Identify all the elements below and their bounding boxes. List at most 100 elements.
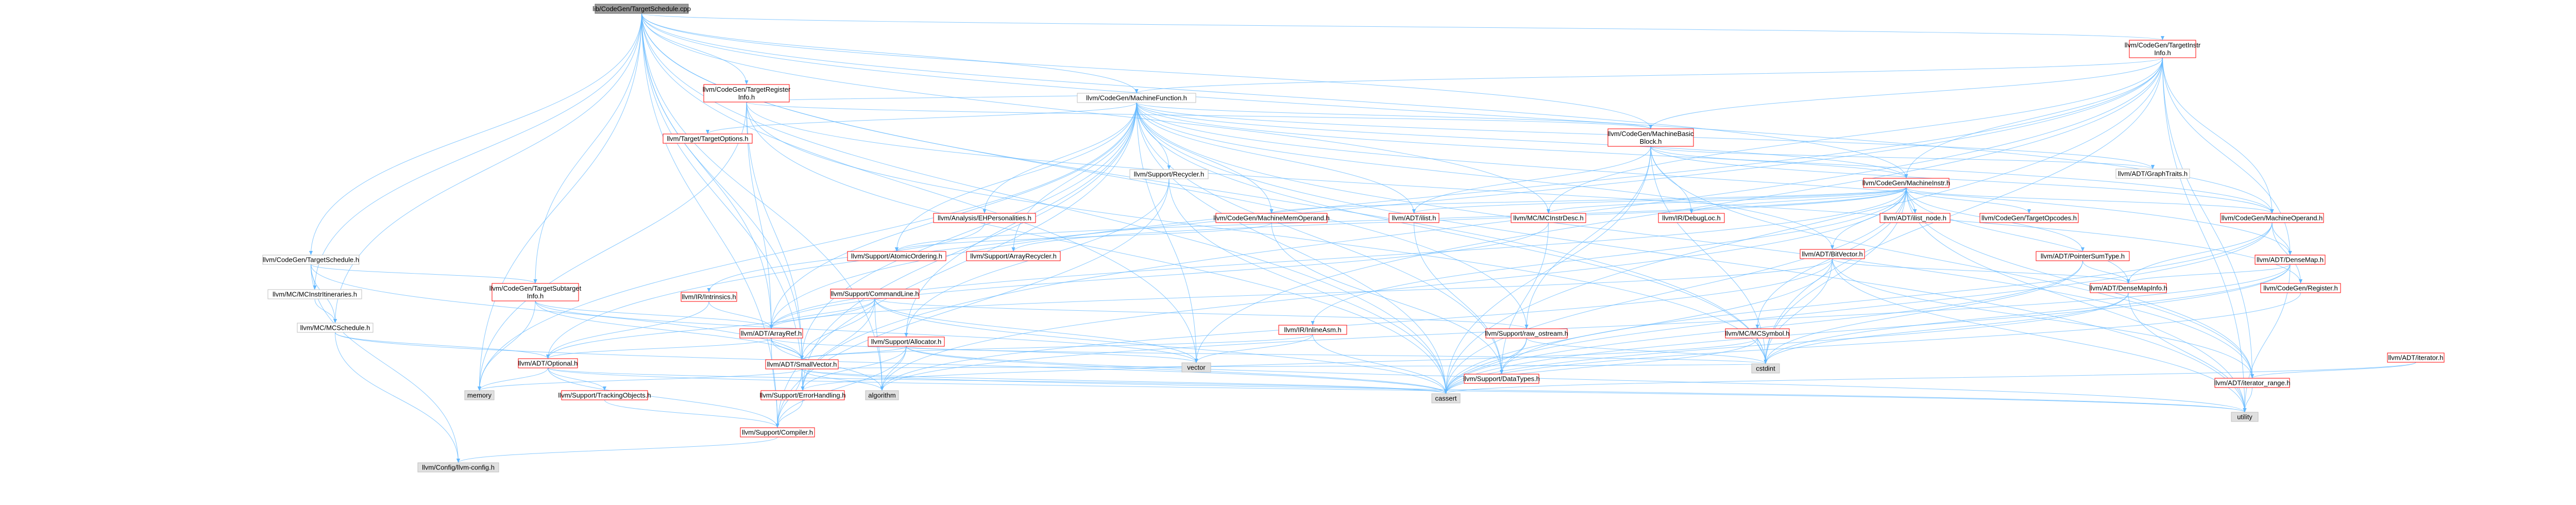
edge-root-to-arrayref <box>641 13 772 329</box>
node-rawostream[interactable]: llvm/Support/raw_ostream.h <box>1485 328 1568 339</box>
node-cstdint[interactable]: cstdint <box>1751 363 1780 374</box>
node-optional[interactable]: llvm/ADT/Optional.h <box>518 358 578 368</box>
node-mmo[interactable]: llvm/CodeGen/MachineMemOperand.h <box>1213 213 1330 223</box>
node-label-recycler: llvm/Support/Recycler.h <box>1134 171 1205 178</box>
node-recycler[interactable]: llvm/Support/Recycler.h <box>1129 169 1209 179</box>
node-tsched[interactable]: llvm/CodeGen/TargetSchedule.h <box>262 255 360 265</box>
edge-tsub-to-memory <box>479 300 536 391</box>
node-memory[interactable]: memory <box>464 390 495 400</box>
node-datatypes[interactable]: llvm/Support/DataTypes.h <box>1463 374 1540 384</box>
edge-tri-to-smallvector <box>746 102 802 360</box>
node-label-mcinstrdesc: llvm/MC/MCInstrDesc.h <box>1513 214 1584 222</box>
node-mo[interactable]: llvm/CodeGen/MachineOperand.h <box>2220 213 2324 223</box>
edge-mbb-to-ilist <box>1414 146 1651 214</box>
node-densemap[interactable]: llvm/ADT/DenseMap.h <box>2255 255 2326 265</box>
node-mciilist[interactable]: llvm/MC/MCInstrItineraries.h <box>267 289 362 299</box>
node-compiler[interactable]: llvm/Support/Compiler.h <box>740 427 815 437</box>
node-allocator[interactable]: llvm/Support/Allocator.h <box>868 336 945 347</box>
edge-root-to-memory <box>479 13 642 391</box>
edge-optional-to-utility <box>548 367 2245 413</box>
edge-mf-to-mo <box>1136 102 2273 214</box>
node-iteratorrange[interactable]: llvm/ADT/iterator_range.h <box>2214 378 2291 388</box>
edge-inlineasm-to-cassert <box>1312 334 1446 394</box>
node-targetopcodes[interactable]: llvm/CodeGen/TargetOpcodes.h <box>1979 213 2079 223</box>
edge-tii-to-arrayref <box>771 57 2163 329</box>
edge-mi-to-mo <box>1906 187 2273 214</box>
edge-mo-to-densemap <box>2272 222 2291 256</box>
node-debugloc[interactable]: llvm/IR/DebugLoc.h <box>1658 213 1725 223</box>
edge-allocator-to-cstdint <box>906 346 1766 364</box>
edge-root-to-cstdint <box>641 13 1766 364</box>
node-densemapinfo[interactable]: llvm/ADT/DenseMapInfo.h <box>2089 283 2167 293</box>
arrowhead-root-to-tri <box>744 80 749 85</box>
edge-bitvector-to-densemapinfo <box>1832 258 2129 284</box>
edge-cmdline-to-errorhandling <box>802 298 875 391</box>
node-cmdline[interactable]: llvm/Support/CommandLine.h <box>830 289 920 299</box>
node-atomicordering[interactable]: llvm/Support/AtomicOrdering.h <box>847 251 946 261</box>
node-ehpers[interactable]: llvm/Analysis/EHPersonalities.h <box>933 213 1036 223</box>
node-label-tsched: llvm/CodeGen/TargetSchedule.h <box>263 256 359 264</box>
edge-bitvector-to-iteratorrange <box>1832 258 2252 379</box>
node-mcsched[interactable]: llvm/MC/MCSchedule.h <box>297 323 374 333</box>
node-register[interactable]: llvm/CodeGen/Register.h <box>2260 283 2341 293</box>
arrowhead-smallvector-to-cstdint <box>1764 360 1768 364</box>
arrowhead-mi-to-pointersumtype <box>2081 247 2084 251</box>
node-root[interactable]: lib/CodeGen/TargetSchedule.cpp <box>592 4 691 14</box>
edge-smallvector-to-cstdint <box>802 363 1766 369</box>
node-mf[interactable]: llvm/CodeGen/MachineFunction.h <box>1077 93 1196 103</box>
edge-mf-to-utility <box>1136 102 2245 413</box>
node-box-llvmconfig <box>417 462 499 473</box>
node-cassert[interactable]: cassert <box>1431 393 1461 403</box>
edge-intrinsics-to-arrayref <box>708 301 772 329</box>
arrowhead-mf-to-to <box>706 130 709 134</box>
node-to[interactable]: llvm/Target/TargetOptions.h <box>663 133 753 144</box>
edge-mmo-to-atomicordering <box>896 222 1272 252</box>
node-errorhandling[interactable]: llvm/Support/ErrorHandling.h <box>760 390 846 400</box>
node-label-arrayrecycler: llvm/Support/ArrayRecycler.h <box>970 252 1057 260</box>
edge-mcsched-to-optional <box>335 332 548 359</box>
edge-tsched-to-tsub <box>311 264 536 284</box>
edge-mbb-to-mo <box>1650 146 2273 214</box>
node-box-cstdint <box>1751 363 1780 374</box>
node-mcsymbol[interactable]: llvm/MC/MCSymbol.h <box>1725 328 1790 339</box>
node-box-arrayrecycler <box>966 251 1061 261</box>
node-ilist[interactable]: llvm/ADT/ilist.h <box>1388 213 1439 223</box>
node-box-inlineasm <box>1278 325 1347 335</box>
node-arrayref[interactable]: llvm/ADT/ArrayRef.h <box>739 328 803 339</box>
node-iterator[interactable]: llvm/ADT/iterator.h <box>2387 352 2445 363</box>
node-label-tii: llvm/CodeGen/TargetInstr <box>2125 41 2201 49</box>
edge-cmdline-to-arrayref <box>771 298 875 329</box>
arrowhead-mmo-to-atomicordering <box>895 247 899 251</box>
edge-mf-to-datatypes <box>1136 102 1502 375</box>
node-mcinstrdesc[interactable]: llvm/MC/MCInstrDesc.h <box>1511 213 1586 223</box>
node-inlineasm[interactable]: llvm/IR/InlineAsm.h <box>1278 325 1347 335</box>
node-pointersumtype[interactable]: llvm/ADT/PointerSumType.h <box>2036 251 2130 261</box>
node-graphtraits[interactable]: llvm/ADT/GraphTraits.h <box>2115 169 2190 179</box>
edge-root-to-mi <box>641 13 1907 179</box>
node-arrayrecycler[interactable]: llvm/Support/ArrayRecycler.h <box>966 251 1061 261</box>
node-llvmconfig[interactable]: llvm/Config/llvm-config.h <box>417 462 499 473</box>
node-box-datatypes <box>1464 374 1539 384</box>
node-label-mbb: Block.h <box>1640 138 1662 145</box>
node-vector[interactable]: vector <box>1181 362 1211 373</box>
edge-root-to-tsched <box>311 13 642 256</box>
edge-mf-to-ehpers <box>984 102 1137 214</box>
arrowhead-mo-to-register <box>2299 279 2302 283</box>
arrowhead-iterator-to-iteratorrange <box>2250 374 2254 378</box>
node-ilistnode[interactable]: llvm/ADT/ilist_node.h <box>1879 213 1951 223</box>
node-mi[interactable]: llvm/CodeGen/MachineInstr.h <box>1862 178 1951 188</box>
node-label-compiler: llvm/Support/Compiler.h <box>742 429 813 436</box>
node-box-mmo <box>1215 213 1328 223</box>
node-intrinsics[interactable]: llvm/IR/Intrinsics.h <box>681 292 737 302</box>
edge-root-to-vector <box>641 13 1197 363</box>
node-utility[interactable]: utility <box>2231 412 2259 422</box>
node-bitvector[interactable]: llvm/ADT/BitVector.h <box>1800 249 1865 259</box>
edge-bitvector-to-cassert <box>1446 258 1833 394</box>
node-tracingobj[interactable]: llvm/Support/TrackingObjects.h <box>558 390 651 400</box>
node-algorithm[interactable]: algorithm <box>865 390 899 400</box>
node-smallvector[interactable]: llvm/ADT/SmallVector.h <box>765 359 839 369</box>
